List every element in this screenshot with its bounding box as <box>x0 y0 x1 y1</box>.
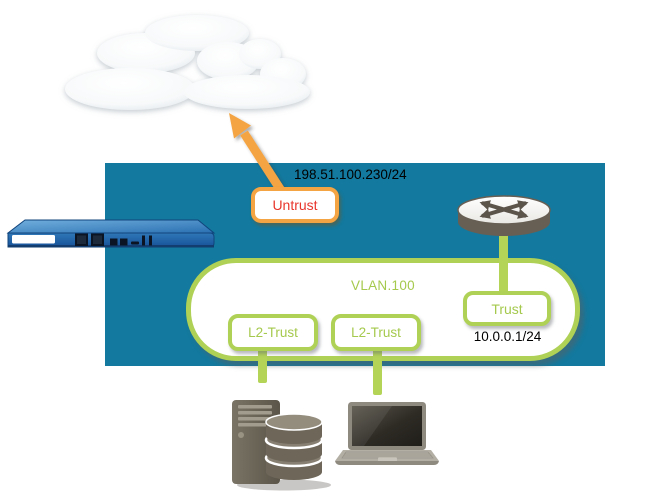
vlan-label: VLAN.100 <box>351 278 415 293</box>
router-arrows <box>479 200 529 219</box>
cloud-puffs <box>65 15 310 110</box>
router-icon <box>457 195 551 236</box>
server-database-icon <box>232 400 331 491</box>
internet-cloud-icon <box>65 15 310 110</box>
trust-ip-label: 10.0.0.1/24 <box>473 329 542 344</box>
trust-zone-badge: Trust <box>463 291 551 326</box>
laptop-touchpad <box>378 457 397 462</box>
untrust-zone-badge: Untrust <box>251 187 339 223</box>
laptop-icon <box>335 402 439 465</box>
database-cylinders <box>264 413 324 480</box>
l2-trust-badge-2: L2-Trust <box>331 314 421 351</box>
l2-trust-server-link <box>258 349 267 383</box>
l2-trust-label-1: L2-Trust <box>248 325 298 340</box>
laptop-base <box>335 450 439 465</box>
l2-trust-badge-1: L2-Trust <box>228 314 318 351</box>
untrust-zone-label: Untrust <box>272 197 318 213</box>
untrust-ip-label: 198.51.100.230/24 <box>294 167 407 182</box>
router-trust-link <box>499 226 508 296</box>
firewall-ports <box>75 233 152 246</box>
trust-zone-label: Trust <box>491 300 523 317</box>
firewall-label-plate <box>12 235 55 244</box>
firewall-appliance-icon <box>6 219 216 248</box>
laptop-screen <box>348 402 426 450</box>
l2-trust-laptop-link <box>373 349 382 395</box>
l2-trust-label-2: L2-Trust <box>351 325 401 340</box>
